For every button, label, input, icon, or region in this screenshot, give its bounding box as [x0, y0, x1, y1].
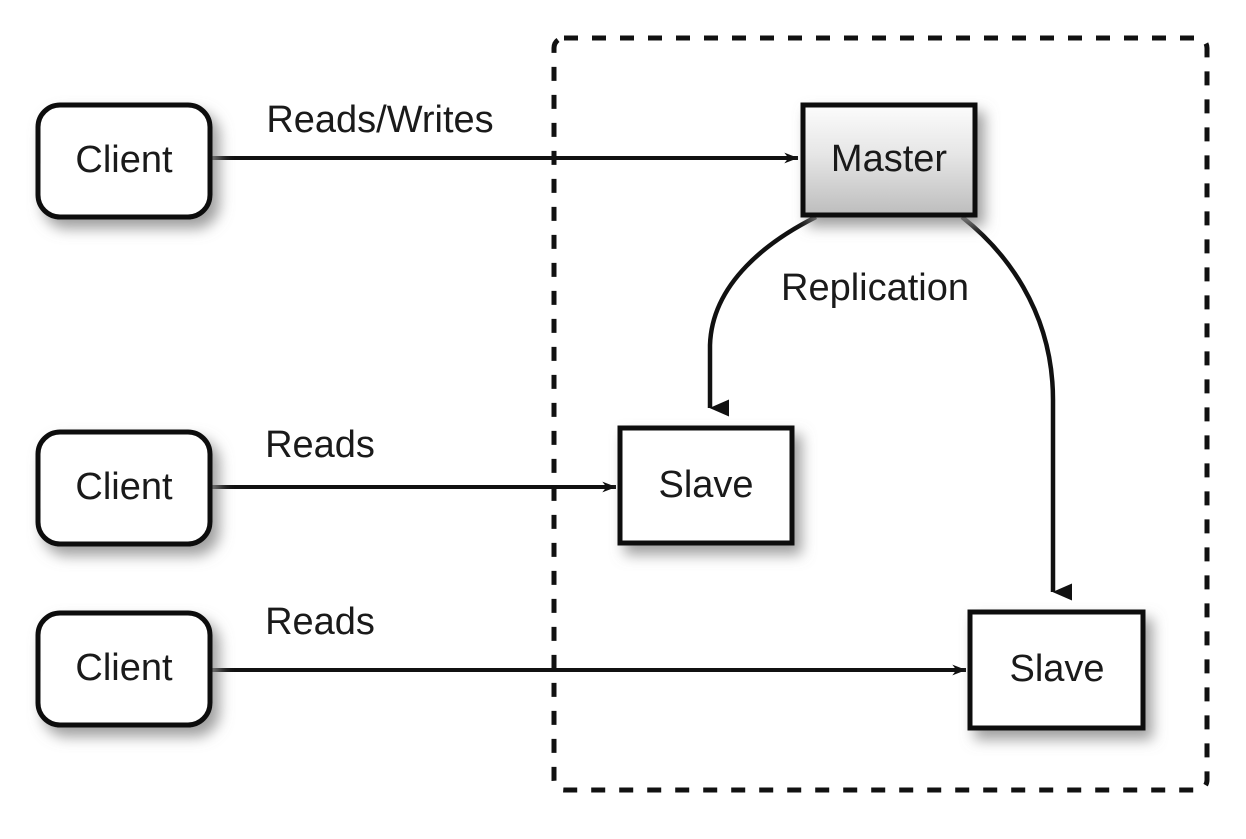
edge-master-slave2	[960, 215, 1072, 601]
client-1-label: Client	[75, 139, 173, 181]
edge-label-reads-writes: Reads/Writes	[266, 99, 493, 141]
node-slave-2[interactable]: Slave	[967, 609, 1146, 731]
node-client-1[interactable]: Client	[35, 102, 213, 220]
slave-2-shape[interactable]	[967, 609, 1146, 731]
client-2-shape[interactable]	[35, 429, 213, 547]
edge-label-reads-upper: Reads	[265, 424, 375, 466]
client-3-label: Client	[75, 647, 173, 689]
client-3-shape[interactable]	[35, 610, 213, 728]
edge-label-reads-lower: Reads	[265, 601, 375, 643]
slave-2-label: Slave	[1009, 648, 1104, 690]
database-cluster-boundary	[551, 35, 1210, 793]
edge-label-replication: Replication	[781, 267, 969, 309]
edge-master-slave1	[707, 214, 818, 417]
node-client-3[interactable]: Client	[35, 610, 213, 728]
slave-1-label: Slave	[658, 464, 753, 506]
client-1-shape[interactable]	[35, 102, 213, 220]
node-slave-1[interactable]: Slave	[617, 425, 795, 546]
master-label: Master	[831, 138, 947, 180]
master-shape[interactable]	[800, 102, 978, 218]
client-2-label: Client	[75, 466, 173, 508]
slave-1-shape[interactable]	[617, 425, 795, 546]
curve-master-to-slave1	[707, 214, 818, 417]
node-master[interactable]: Master	[800, 102, 978, 218]
curve-master-to-slave2	[960, 215, 1072, 601]
node-client-2[interactable]: Client	[35, 429, 213, 547]
